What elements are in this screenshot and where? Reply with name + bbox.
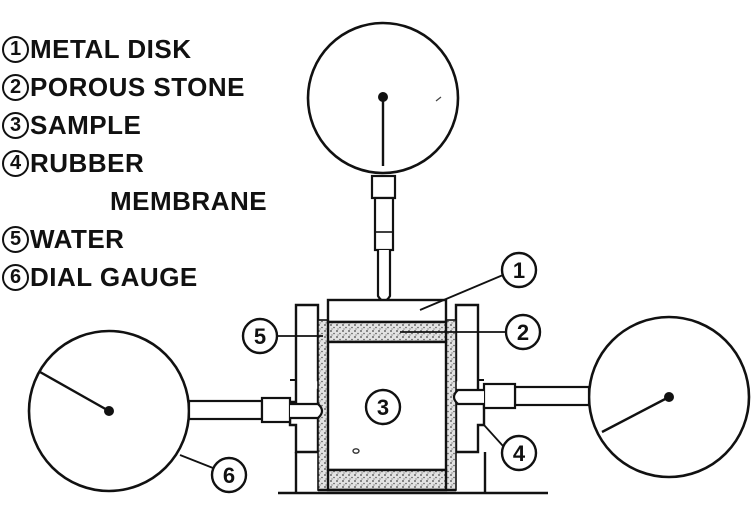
callout-number-3: 3	[377, 395, 389, 420]
legend-item-water: 5 WATER	[2, 220, 267, 258]
top-dial-gauge	[306, 21, 460, 303]
right-gauge-pivot	[664, 392, 674, 402]
callout-1: 1	[419, 251, 538, 311]
callout-2: 2	[400, 313, 542, 351]
legend-label: POROUS STONE	[30, 71, 246, 102]
callout-number-4: 4	[513, 441, 526, 466]
legend-label: MEMBRANE	[110, 185, 268, 216]
legend-item-rubber-membrane: 4 RUBBER	[2, 144, 267, 182]
right-gauge-needle	[601, 395, 670, 434]
legend-label: DIAL GAUGE	[30, 261, 198, 292]
right-gauge-plunger	[452, 388, 484, 406]
right-gauge-stem	[513, 385, 591, 407]
leader-line-4	[483, 424, 504, 447]
top-gauge-stem	[373, 196, 395, 252]
callout-circle-1	[500, 251, 538, 289]
right-gauge-collar	[482, 382, 517, 410]
callout-6: 6	[179, 454, 248, 494]
left-dial-gauge	[27, 329, 324, 493]
porous-stone-bottom	[326, 468, 448, 492]
legend-number: 2	[2, 73, 29, 101]
left-gauge-stem	[187, 399, 264, 421]
callout-circle-6	[210, 456, 248, 494]
legend: 1 METAL DISK 2 POROUS STONE 3 SAMPLE 4 R…	[2, 30, 267, 296]
callout-circle-2	[504, 313, 542, 351]
callout-circle-5	[241, 317, 279, 355]
legend-item-metal-disk: 1 METAL DISK	[2, 30, 267, 68]
metal-disk	[326, 298, 448, 324]
top-gauge-pivot	[378, 92, 388, 102]
legend-label: WATER	[30, 223, 125, 254]
leader-line-1	[419, 274, 504, 311]
callout-circle-4	[500, 434, 538, 472]
left-gauge-collar	[260, 396, 292, 424]
left-gauge-pivot	[104, 406, 114, 416]
legend-item-sample: 3 SAMPLE	[2, 106, 267, 144]
legend-label: SAMPLE	[30, 109, 142, 140]
top-gauge-collar	[370, 174, 397, 200]
callout-5: 5	[241, 317, 323, 355]
callout-number-1: 1	[513, 258, 525, 283]
callout-number-6: 6	[223, 463, 235, 488]
legend-item-porous-stone: 2 POROUS STONE	[2, 68, 267, 106]
top-gauge-plunger	[376, 250, 392, 303]
callout-circle-3	[364, 388, 402, 426]
leader-line-6	[179, 454, 214, 469]
left-gauge-plunger	[290, 402, 324, 420]
water-right	[445, 319, 457, 491]
legend-item-membrane-continuation: MEMBRANE	[2, 182, 267, 220]
callout-3: 3	[364, 388, 402, 426]
left-gauge-needle	[39, 370, 110, 413]
callout-number-2: 2	[517, 320, 529, 345]
callout-number-5: 5	[254, 324, 266, 349]
legend-number: 6	[2, 263, 29, 291]
legend-number: 3	[2, 111, 29, 139]
legend-number: 4	[2, 149, 29, 177]
legend-number: 1	[2, 35, 29, 63]
legend-label: METAL DISK	[30, 33, 192, 64]
legend-label: RUBBER	[30, 147, 145, 178]
right-dial-gauge	[452, 315, 751, 479]
callout-4: 4	[483, 424, 538, 472]
legend-item-dial-gauge: 6 DIAL GAUGE	[2, 258, 267, 296]
legend-number: 5	[2, 225, 29, 253]
